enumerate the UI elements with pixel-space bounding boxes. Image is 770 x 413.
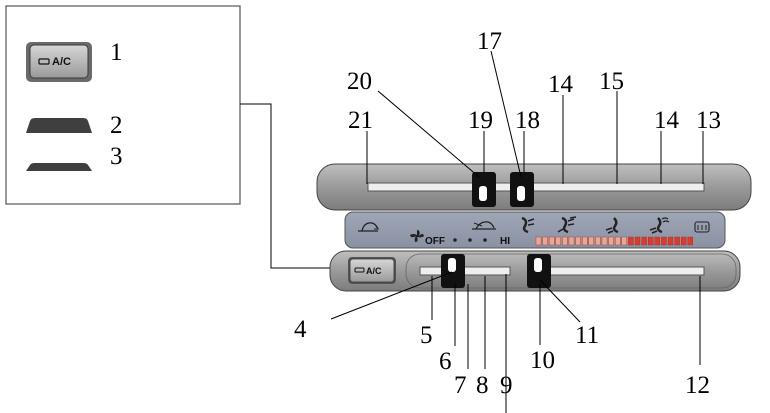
callout-5: 5 (420, 322, 433, 349)
callout-8: 8 (476, 372, 489, 399)
legend-number-1: 1 (110, 39, 123, 66)
callout-13: 13 (696, 107, 721, 134)
recirculation-icon (358, 222, 380, 232)
callout-19: 19 (468, 107, 493, 134)
ac-button-label: A/C (366, 266, 382, 276)
temperature-scale (535, 236, 693, 246)
leader-lines (330, 50, 704, 413)
temperature-segment (542, 236, 548, 246)
temperature-segment (654, 236, 660, 246)
temperature-segment (588, 236, 594, 246)
temperature-segment (681, 236, 687, 246)
temperature-segment (661, 236, 667, 246)
upper-control-bar (316, 163, 752, 211)
temperature-segment (608, 236, 614, 246)
legend-box (5, 5, 241, 205)
temperature-segment (575, 236, 581, 246)
callout-17: 18 (515, 107, 540, 134)
callout-10: 10 (530, 347, 555, 374)
callout-14-right: 14 (654, 107, 680, 134)
legend-item-1: A/C 1 (26, 39, 123, 82)
raised-slab-shape (26, 118, 92, 133)
rear-defrost-icon (694, 221, 710, 233)
callout-6: 6 (439, 348, 452, 375)
fan-off-label: OFF (425, 236, 445, 247)
ac-indicator-icon (38, 58, 50, 65)
slider-knob-17[interactable] (510, 172, 534, 207)
fan-icon (410, 230, 424, 242)
temperature-segment (595, 236, 601, 246)
callout-11: 11 (575, 322, 599, 349)
callout-7: 7 (454, 372, 467, 399)
temperature-segment (687, 236, 693, 246)
callout-4: 4 (294, 316, 307, 343)
legend-number-3: 3 (110, 143, 123, 170)
temperature-segment (582, 236, 588, 246)
temperature-segment (535, 236, 542, 246)
floor-vent-icon (605, 217, 619, 234)
flat-slab-shape (26, 163, 92, 171)
temperature-segment (562, 236, 568, 246)
fan-speed-dot-2 (468, 238, 472, 242)
fan-speed-knob[interactable] (441, 254, 465, 288)
callout-9: 9 (500, 372, 513, 399)
callout-numbers: 17 20 14 15 21 19 18 14 13 4 5 11 6 10 7… (294, 28, 721, 399)
floor-defrost-vent-icon (649, 217, 670, 234)
temperature-segment (568, 236, 575, 246)
temperature-segment (555, 236, 561, 246)
lower-control-bar: A/C (329, 250, 741, 292)
temperature-segment (667, 236, 674, 246)
fan-hi-label: HI (500, 236, 510, 247)
temperature-segment (648, 236, 654, 246)
legend-connector-line (240, 103, 348, 269)
legend-item-2: 2 (26, 112, 123, 139)
temperature-segment (634, 236, 641, 246)
face-vent-icon (521, 216, 535, 234)
fan-speed-dot-1 (453, 238, 457, 242)
temperature-slider-track (529, 266, 705, 276)
face-floor-vent-icon (557, 216, 577, 234)
temperature-segment (549, 236, 555, 246)
ac-button[interactable]: A/C (348, 257, 396, 284)
callout-20: 20 (347, 68, 372, 95)
temperature-segment (621, 236, 627, 246)
temperature-segment (601, 236, 608, 246)
temperature-knob[interactable] (527, 254, 551, 288)
legend-item-3: 3 (26, 143, 123, 171)
temperature-segment (674, 236, 680, 246)
ac-indicator-icon (354, 267, 365, 273)
callout-18: 17 (477, 28, 502, 55)
callout-12: 12 (685, 372, 710, 399)
temperature-segment (628, 236, 634, 246)
callout-21: 21 (348, 107, 373, 134)
fresh-air-icon (472, 221, 496, 230)
slider-knob-19[interactable] (472, 172, 496, 207)
legend-number-2: 2 (110, 112, 123, 139)
temperature-segment (641, 236, 647, 246)
legend-ac-label: A/C (52, 56, 71, 68)
indicator-strip: OFF HI (344, 211, 726, 249)
callout-15: 15 (599, 68, 624, 95)
upper-slider-track (367, 182, 705, 192)
temperature-segment (615, 236, 621, 246)
fan-speed-dot-3 (483, 238, 487, 242)
callout-14-left: 14 (548, 71, 574, 98)
